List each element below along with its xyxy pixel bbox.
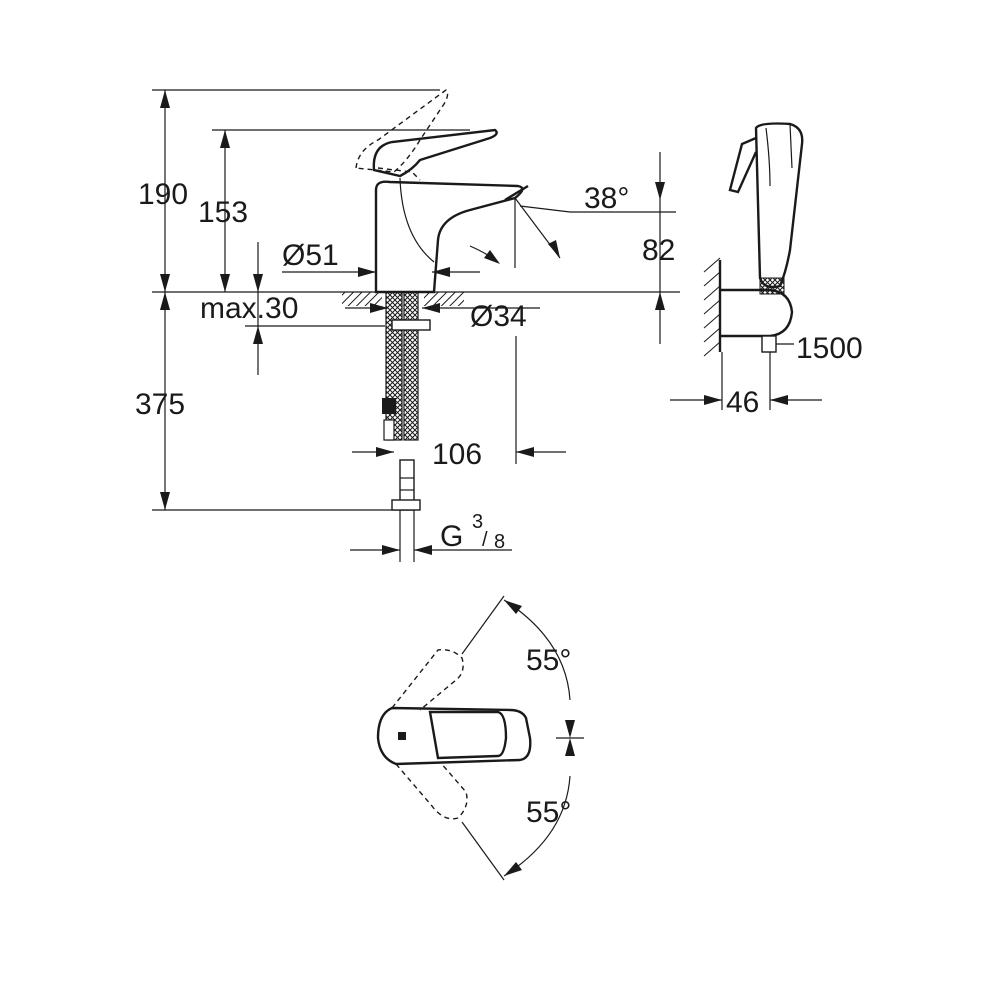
lever-dashed-detail: [377, 167, 421, 181]
dim-arrow: [516, 447, 534, 457]
dim-82-label: 82: [642, 234, 675, 267]
dim-arrow: [160, 292, 170, 310]
dim-arrow: [220, 274, 230, 292]
indicator-mark: [398, 732, 406, 740]
dim-arrow: [358, 267, 376, 277]
wall-hatch: [703, 257, 721, 357]
spray-body-line: [765, 127, 771, 187]
top-lever-inner: [428, 710, 508, 760]
angle-38-label: 38°: [584, 182, 629, 215]
flex-hose-2: [403, 291, 419, 441]
dim-arrow: [160, 90, 170, 108]
dim-arrow: [220, 130, 230, 148]
thread-g-label: G: [440, 520, 463, 553]
dim-arrow: [770, 395, 788, 405]
rod-clip: [383, 419, 395, 441]
spray-hose-mesh: [759, 277, 785, 295]
faucet-top-view: 55° 55°: [376, 595, 584, 881]
dim-34-label: Ø34: [470, 300, 527, 333]
dim-arrow: [504, 600, 522, 614]
dim-375-label: 375: [135, 388, 185, 421]
angle-upper-label: 55°: [526, 644, 571, 677]
lever-swing-arc: [399, 177, 435, 263]
deck-hatch-left: [342, 292, 382, 306]
pop-up-rod: [382, 398, 396, 414]
faucet-side-view: 190 153 max.30 Ø51 Ø34: [135, 89, 680, 562]
dim-arrow: [655, 292, 665, 310]
dim-max30-label: max.30: [200, 292, 298, 325]
wall-bracket: [720, 288, 794, 338]
thread-numerator: 3: [472, 511, 483, 533]
flex-hose-1: [385, 291, 403, 441]
top-lever-solid: [376, 706, 532, 766]
dim-190-label: 190: [138, 178, 188, 211]
angle-ref-upper: [461, 595, 505, 655]
angle-38-label-leader: [519, 205, 676, 213]
dim-arrow: [484, 250, 500, 264]
thread-slash: /: [482, 529, 488, 551]
hose-outlet: [761, 335, 777, 353]
connector-nut: [391, 499, 421, 511]
dim-arrow: [253, 274, 263, 292]
dim-106-label: 106: [432, 438, 482, 471]
spray-head-line: [789, 123, 793, 169]
hand-spray-view: 1500 46: [670, 122, 863, 419]
dim-arrow: [414, 545, 432, 555]
dim-arrow: [504, 862, 522, 876]
spray-trigger: [728, 136, 758, 194]
dim-51-label: Ø51: [282, 239, 339, 272]
dim-arrow: [376, 447, 394, 457]
dim-153-label: 153: [198, 196, 248, 229]
dim-46-label: 46: [726, 386, 759, 419]
angle-ref-lower: [461, 821, 505, 881]
top-lever-rotated-down: [395, 761, 468, 820]
spray-handle: [754, 122, 804, 289]
dim-arrow: [160, 492, 170, 510]
dim-arrow: [432, 267, 450, 277]
dim-arrow: [565, 720, 575, 738]
hose-1500-label: 1500: [796, 332, 863, 365]
deck-hatch-right: [424, 292, 464, 306]
dim-arrow: [548, 240, 560, 258]
dim-arrow: [253, 326, 263, 344]
lever-raised-dashed: [355, 89, 449, 173]
lever-solid: [372, 128, 498, 178]
spout-tip: [504, 184, 529, 202]
dim-arrow: [382, 545, 400, 555]
dim-arrow: [565, 738, 575, 756]
angle-lower-label: 55°: [526, 796, 571, 829]
top-lever-rotated-up: [391, 648, 464, 711]
dim-arrow: [160, 274, 170, 292]
thread-denominator: 8: [494, 531, 505, 553]
dim-arrow: [655, 182, 665, 200]
dim-arrow: [704, 395, 722, 405]
mounting-nut: [391, 319, 431, 331]
